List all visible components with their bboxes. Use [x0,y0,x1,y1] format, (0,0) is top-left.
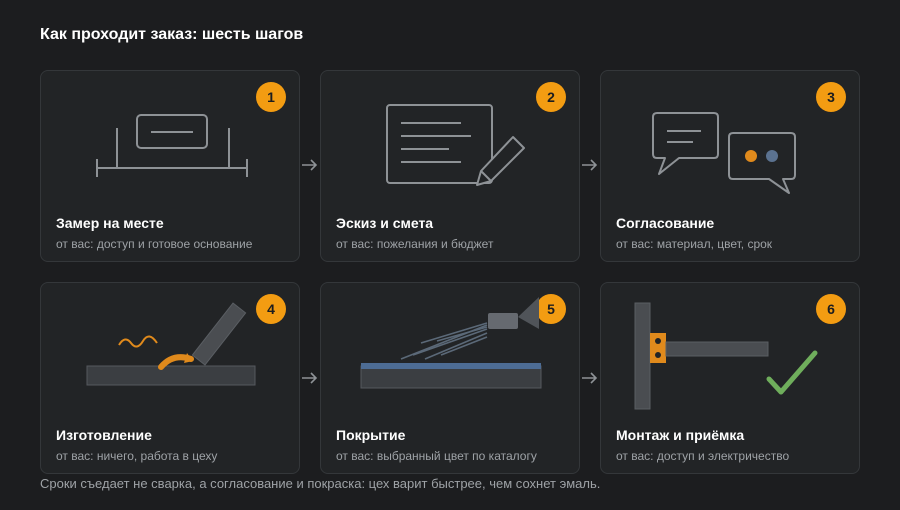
footer-note: Сроки съедает не сварка, а согласование … [40,476,601,491]
step-card-3: 3 Согласование от вас: материал, цвет, с… [600,70,860,262]
step-title: Замер на месте [56,215,164,231]
step-subtitle: от вас: доступ и электричество [616,449,790,463]
arrow-right-icon [582,159,598,171]
step-number-badge: 6 [816,294,846,324]
step-number-badge: 1 [256,82,286,112]
step-card-5: 5 Покрытие от вас: выбранный цвет по кат… [320,282,580,474]
arrow-right-icon [302,159,318,171]
step-number-badge: 5 [536,294,566,324]
arrow-right-icon [302,372,318,384]
welding-icon [86,302,256,386]
step-title: Покрытие [336,427,406,443]
step-number-badge: 3 [816,82,846,112]
step-subtitle: от вас: материал, цвет, срок [616,237,773,251]
step-card-1: 1 Замер на месте от вас: доступ и готово… [40,70,300,262]
step-card-2: 2 Эскиз и смета от вас: пожелания и бюдж… [320,70,580,262]
spray-paint-icon [360,297,542,389]
step-subtitle: от вас: доступ и готовое основание [56,237,253,251]
step-title: Изготовление [56,427,152,443]
step-card-4: 4 Изготовление от вас: ничего, работа в … [40,282,300,474]
step-subtitle: от вас: ничего, работа в цеху [56,449,218,463]
chat-bubbles-icon [652,112,796,194]
step-card-6: 6 Монтаж и приёмка от вас: доступ и элек… [600,282,860,474]
step-title: Эскиз и смета [336,215,434,231]
step-title: Согласование [616,215,715,231]
arrow-right-icon [582,372,598,384]
step-title: Монтаж и приёмка [616,427,745,443]
sketch-pencil-icon [386,104,525,186]
step-subtitle: от вас: пожелания и бюджет [336,237,494,251]
page-title: Как проходит заказ: шесть шагов [40,26,304,43]
step-number-badge: 2 [536,82,566,112]
step-number-badge: 4 [256,294,286,324]
step-subtitle: от вас: выбранный цвет по каталогу [336,449,537,463]
mount-check-icon [634,302,818,410]
measure-icon [96,114,248,177]
